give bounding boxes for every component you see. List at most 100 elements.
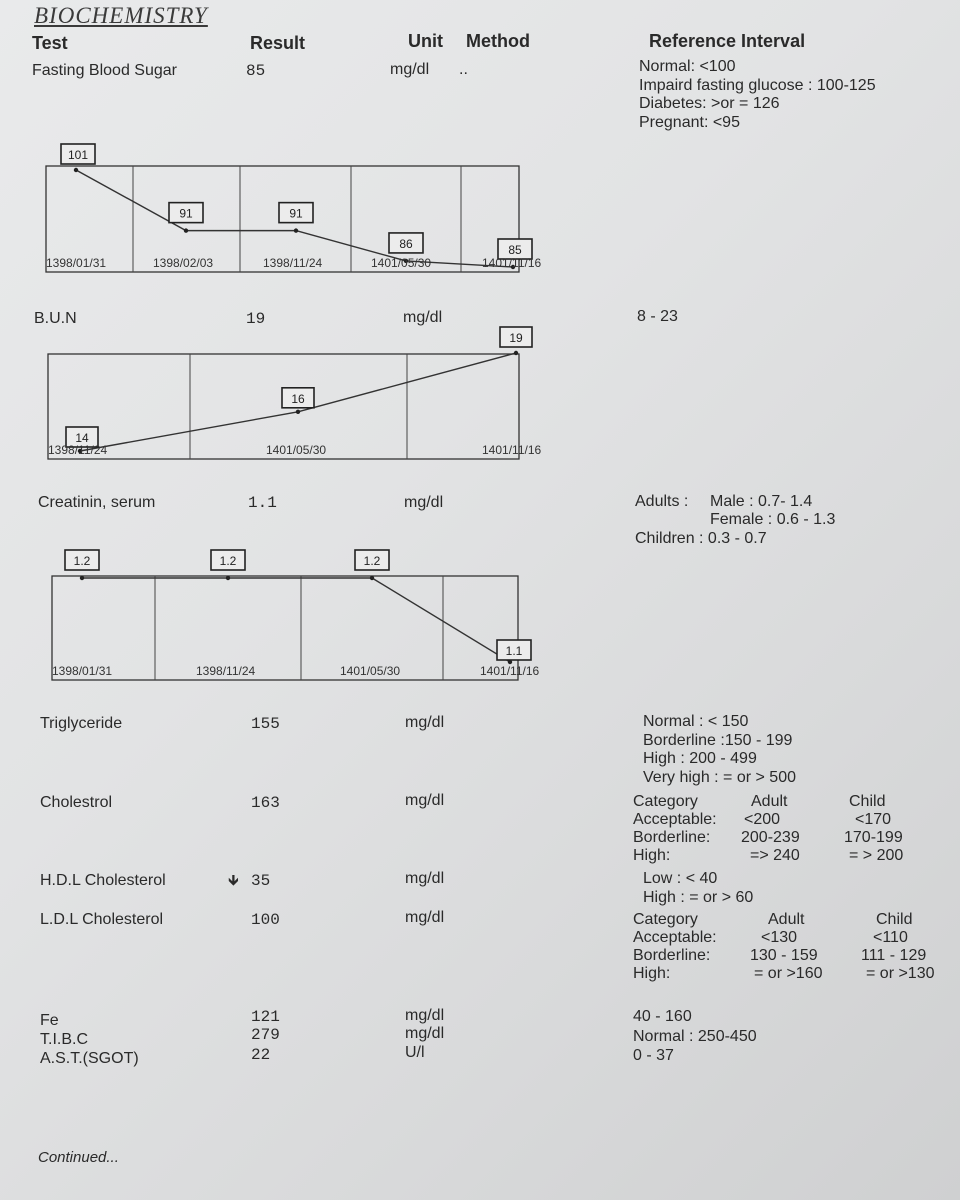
data-label-box: [496, 639, 532, 661]
cholestrol-name: Cholestrol: [40, 794, 113, 811]
fbs-result: 85: [246, 62, 266, 80]
fbs-name: Fasting Blood Sugar: [32, 62, 177, 79]
data-label: 14: [75, 431, 89, 445]
cholestrol-ref-cell: => 240: [750, 847, 800, 864]
cholestrol-ref-cell: High:: [633, 847, 671, 864]
bun-result: 19: [246, 310, 266, 328]
fbs-ref-line: Impaird fasting glucose : 100-125: [639, 76, 876, 94]
x-tick-label: 1398/11/24: [48, 443, 107, 457]
fe-result: 121: [251, 1008, 280, 1026]
x-tick-label: 1398/11/24: [196, 664, 255, 678]
ldl-ref-cell: = or >160: [754, 965, 823, 982]
x-tick-label: 1398/02/03: [153, 256, 213, 270]
data-point: [225, 575, 231, 581]
fbs-reference: Normal: <100 Impaird fasting glucose : 1…: [639, 58, 876, 132]
tibc-reference: Normal : 250-450: [633, 1028, 757, 1045]
triglyceride-ref-line: Very high : = or > 500: [643, 768, 796, 786]
data-label: 91: [289, 207, 303, 221]
data-label: 16: [291, 392, 305, 406]
data-label: 85: [508, 243, 522, 257]
data-point: [77, 448, 83, 454]
data-point: [513, 350, 519, 356]
cholestrol-ref-cell: Acceptable:: [633, 811, 717, 828]
data-label-box: [388, 232, 424, 254]
fe-reference: 40 - 160: [633, 1008, 692, 1025]
ldl-ref-cell: = or >130: [866, 965, 935, 982]
data-point: [183, 228, 189, 233]
data-label-box: [354, 549, 390, 571]
fbs-ref-line: Pregnant: <95: [639, 113, 740, 131]
hdl-ref-line: Low : < 40: [643, 870, 718, 887]
ast-reference: 0 - 37: [633, 1047, 674, 1064]
creatinin-ref-female: Female : 0.6 - 1.3: [710, 511, 836, 528]
data-label: 86: [399, 237, 413, 251]
tibc-result: 279: [251, 1026, 280, 1044]
fbs-ref-line: Normal: <100: [639, 58, 736, 75]
fbs-unit: mg/dl: [390, 61, 430, 78]
triglyceride-ref-line: Normal : < 150: [643, 713, 749, 730]
x-tick-label: 1398/01/31: [52, 664, 112, 678]
series-line: [82, 577, 511, 663]
data-label-box: [499, 326, 533, 348]
bun-name: B.U.N: [34, 310, 77, 327]
hdl-reference: Low : < 40 High : = or > 60: [643, 870, 753, 907]
tibc-name: T.I.B.C: [40, 1031, 89, 1048]
cholestrol-ref-cell: <170: [855, 811, 892, 828]
bun-reference: 8 - 23: [637, 308, 678, 325]
ldl-name: L.D.L Cholesterol: [40, 911, 164, 928]
triglyceride-reference: Normal : < 150 Borderline :150 - 199 Hig…: [643, 713, 796, 787]
triglyceride-name: Triglyceride: [40, 715, 123, 732]
cholestrol-ref-cell: Borderline:: [633, 829, 711, 846]
data-label-box: [210, 549, 246, 571]
header-result: Result: [250, 33, 306, 53]
ldl-unit: mg/dl: [405, 909, 445, 926]
data-point: [507, 659, 513, 665]
data-label-box: [60, 143, 96, 165]
chart-frame: [47, 353, 520, 460]
creatinin-name: Creatinin, serum: [38, 494, 156, 511]
data-point: [73, 167, 79, 173]
data-label: 101: [68, 148, 88, 162]
x-tick-label: 1401/11/16: [482, 443, 541, 457]
cholestrol-unit: mg/dl: [405, 792, 445, 809]
ldl-ref-table: Category Adult Child Acceptable: <130 <1…: [633, 911, 943, 986]
data-label-box: [65, 426, 99, 448]
creatinin-ref-adults-label: Adults :: [635, 493, 689, 510]
fe-unit: mg/dl: [405, 1007, 445, 1024]
header-test: Test: [32, 33, 68, 53]
ldl-result: 100: [251, 911, 280, 929]
chart-frame: [45, 165, 520, 273]
continued-note: Continued...: [38, 1149, 119, 1166]
cholestrol-ref-cell: = > 200: [849, 847, 904, 864]
cholestrol-ref-header-child: Child: [849, 793, 886, 810]
ast-unit: U/l: [405, 1044, 425, 1061]
cholestrol-ref-header-category: Category: [633, 793, 698, 810]
x-tick-label: 1401/05/30: [340, 664, 400, 678]
data-label: 1.1: [506, 644, 523, 658]
creatinin-result: 1.1: [248, 494, 277, 512]
cholestrol-ref-cell: <200: [744, 811, 781, 828]
x-tick-label: 1401/11/16: [482, 256, 541, 270]
ldl-ref-cell: <110: [873, 929, 908, 946]
x-tick-label: 1401/05/30: [266, 443, 326, 457]
data-label: 1.2: [74, 554, 91, 568]
creatinin-ref-children: Children : 0.3 - 0.7: [635, 530, 767, 547]
x-tick-label: 1398/01/31: [46, 256, 106, 270]
triglyceride-unit: mg/dl: [405, 714, 445, 731]
data-label-box: [278, 201, 314, 224]
triglyceride-ref-line: Borderline :150 - 199: [643, 731, 793, 749]
ldl-ref-cell: 130 - 159: [750, 947, 818, 964]
data-label-box: [497, 238, 533, 260]
header-unit: Unit: [408, 31, 443, 51]
bun-unit: mg/dl: [403, 309, 443, 326]
hdl-ref-line: High : = or > 60: [643, 888, 754, 906]
triglyceride-result: 155: [251, 715, 280, 733]
ldl-ref-header-category: Category: [633, 911, 698, 928]
x-tick-label: 1401/11/16: [480, 664, 539, 678]
fe-name: Fe: [40, 1012, 59, 1029]
hdl-unit: mg/dl: [405, 870, 445, 887]
ldl-ref-cell: Acceptable:: [633, 929, 717, 946]
hdl-name: H.D.L Cholesterol: [40, 872, 166, 889]
